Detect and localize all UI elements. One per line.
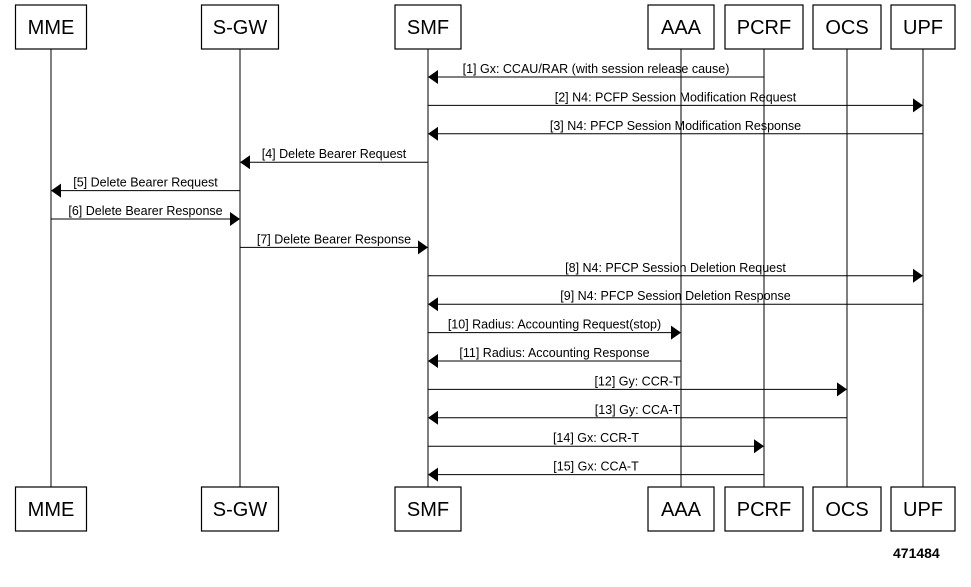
participant-label: S-GW: [213, 499, 268, 521]
message-6: [6] Delete Bearer Response: [51, 204, 240, 226]
participant-label: UPF: [903, 17, 943, 39]
message-5: [5] Delete Bearer Request: [51, 176, 240, 198]
figure-id: 471484: [893, 545, 940, 561]
participant-smf-top: SMF: [394, 4, 462, 50]
participant-pcrf-top: PCRF: [724, 4, 804, 50]
participant-box: [200, 486, 280, 532]
participant-sgw-top: S-GW: [200, 4, 280, 50]
arrow-head-icon: [913, 98, 923, 113]
participant-label: MME: [28, 17, 75, 39]
arrow-head-icon: [913, 268, 923, 283]
message-14: [14] Gx: CCR-T: [428, 431, 764, 454]
message-13: [13] Gy: CCA-T: [428, 403, 847, 425]
arrow-head-icon: [428, 354, 438, 368]
message-label: [3] N4: PFCP Session Modification Respon…: [550, 119, 801, 133]
participant-label: SMF: [407, 499, 449, 521]
participant-label: UPF: [903, 499, 943, 521]
message-8: [8] N4: PFCP Session Deletion Request: [428, 261, 923, 283]
message-label: [14] Gx: CCR-T: [553, 431, 639, 445]
participant-label: PCRF: [737, 499, 791, 521]
message-2: [2] N4: PCFP Session Modification Reques…: [428, 90, 923, 113]
participant-label: MME: [28, 499, 75, 521]
participant-box: [812, 4, 882, 50]
participant-box: [647, 486, 715, 532]
message-label: [12] Gy: CCR-T: [594, 374, 680, 388]
participant-upf-bottom: UPF: [890, 486, 956, 532]
participant-boxes-bottom: MME S-GW SMF AAA PCRF OCS UPF: [14, 486, 956, 532]
arrow-head-icon: [671, 325, 681, 340]
arrow-head-icon: [240, 155, 250, 170]
message-3: [3] N4: PFCP Session Modification Respon…: [428, 119, 923, 141]
message-12: [12] Gy: CCR-T: [428, 374, 847, 397]
message-11: [11] Radius: Accounting Response: [428, 346, 681, 368]
message-label: [5] Delete Bearer Request: [73, 176, 218, 190]
arrow-head-icon: [428, 70, 438, 84]
participant-box: [14, 486, 88, 532]
message-label: [10] Radius: Accounting Request(stop): [448, 318, 661, 332]
participant-boxes-top: MME S-GW SMF AAA PCRF OCS UPF: [14, 4, 956, 50]
participant-label: S-GW: [213, 17, 268, 39]
participant-label: OCS: [825, 17, 868, 39]
lifelines: [50, 49, 924, 487]
arrow-head-icon: [428, 297, 438, 312]
message-4: [4] Delete Bearer Request: [240, 147, 428, 170]
participant-label: PCRF: [737, 17, 791, 39]
message-15: [15] Gx: CCA-T: [428, 460, 764, 482]
participant-upf-top: UPF: [890, 4, 956, 50]
message-label: [13] Gy: CCA-T: [595, 403, 681, 417]
message-9: [9] N4: PFCP Session Deletion Response: [428, 289, 923, 312]
message-label: [2] N4: PCFP Session Modification Reques…: [555, 90, 797, 104]
participant-box: [890, 486, 956, 532]
message-1: [1] Gx: CCAU/RAR (with session release c…: [428, 62, 764, 84]
participant-label: SMF: [407, 17, 449, 39]
participant-ocs-top: OCS: [812, 4, 882, 50]
arrow-head-icon: [51, 183, 61, 198]
message-label: [6] Delete Bearer Response: [68, 204, 222, 218]
message-label: [11] Radius: Accounting Response: [459, 346, 649, 360]
participant-box: [890, 4, 956, 50]
participant-box: [812, 486, 882, 532]
message-label: [1] Gx: CCAU/RAR (with session release c…: [463, 62, 730, 76]
message-label: [8] N4: PFCP Session Deletion Request: [565, 261, 786, 275]
message-label: [9] N4: PFCP Session Deletion Response: [560, 289, 790, 303]
participant-box: [394, 4, 462, 50]
participant-box: [724, 486, 804, 532]
participant-label: AAA: [661, 499, 702, 521]
participant-label: AAA: [661, 17, 702, 39]
participant-label: OCS: [825, 499, 868, 521]
participant-aaa-top: AAA: [647, 4, 715, 50]
participant-box: [394, 486, 462, 532]
participant-pcrf-bottom: PCRF: [724, 486, 804, 532]
participant-mme-bottom: MME: [14, 486, 88, 532]
participant-box: [200, 4, 280, 50]
arrow-head-icon: [837, 382, 847, 397]
participant-mme-top: MME: [14, 4, 88, 50]
arrow-head-icon: [230, 212, 240, 226]
participant-ocs-bottom: OCS: [812, 486, 882, 532]
message-label: [15] Gx: CCA-T: [553, 460, 639, 474]
participant-smf-bottom: SMF: [394, 486, 462, 532]
message-10: [10] Radius: Accounting Request(stop): [428, 318, 681, 340]
messages: [1] Gx: CCAU/RAR (with session release c…: [51, 62, 923, 482]
arrow-head-icon: [428, 410, 438, 425]
message-7: [7] Delete Bearer Response: [240, 232, 428, 255]
message-label: [4] Delete Bearer Request: [262, 147, 407, 161]
participant-box: [724, 4, 804, 50]
arrow-head-icon: [428, 467, 438, 482]
arrow-head-icon: [428, 126, 438, 141]
participant-box: [647, 4, 715, 50]
arrow-head-icon: [418, 240, 428, 255]
participant-sgw-bottom: S-GW: [200, 486, 280, 532]
participant-box: [14, 4, 88, 50]
participant-aaa-bottom: AAA: [647, 486, 715, 532]
arrow-head-icon: [754, 439, 764, 454]
message-label: [7] Delete Bearer Response: [257, 232, 411, 246]
